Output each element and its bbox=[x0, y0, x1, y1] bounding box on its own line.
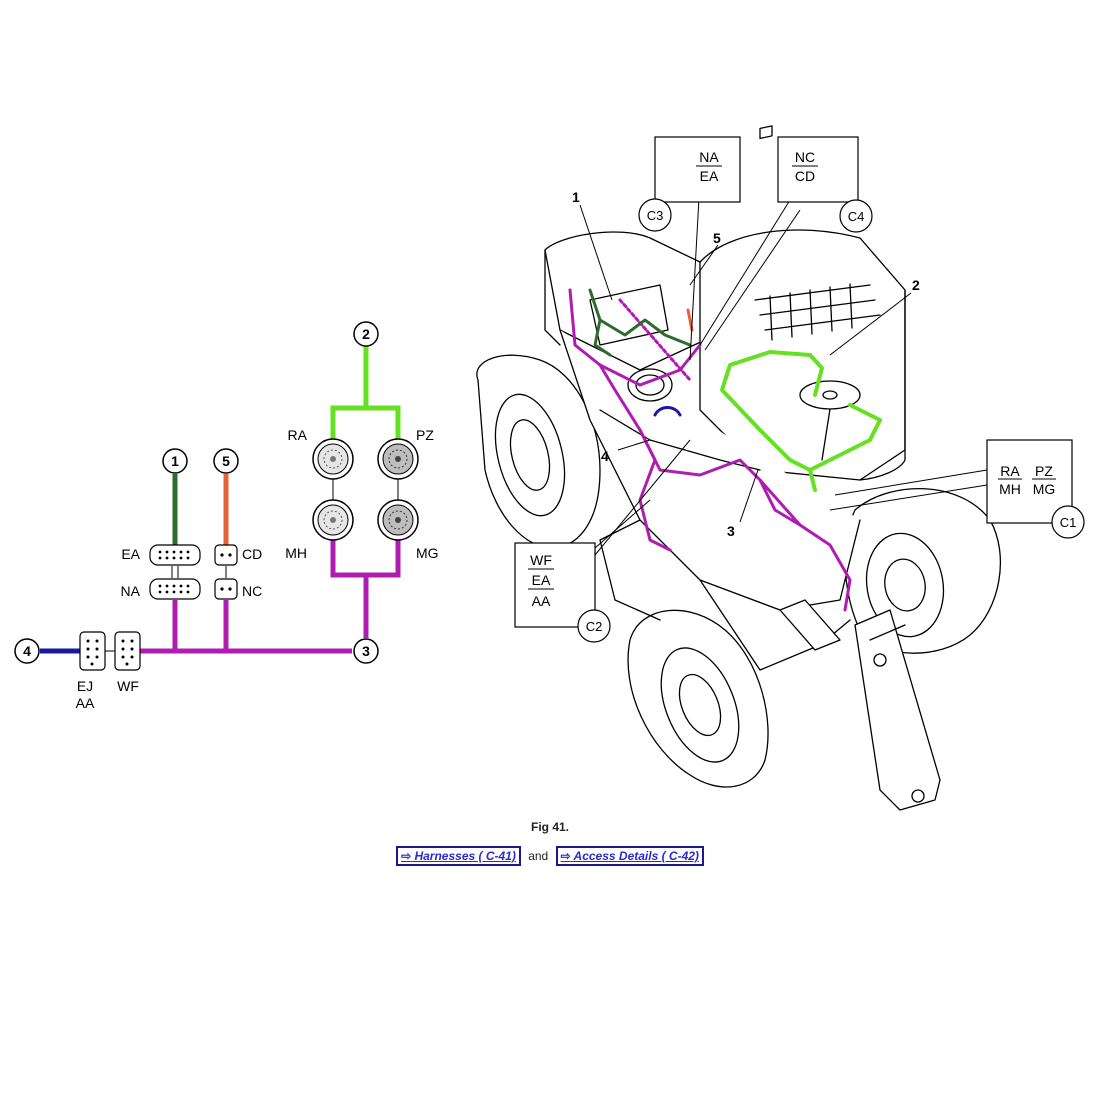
connector-mg-label: MG bbox=[416, 545, 439, 561]
harness-marker-3: 3 bbox=[353, 638, 379, 664]
harness-2-branch bbox=[330, 405, 401, 440]
callout-number-2: 2 bbox=[912, 277, 920, 293]
callout-c3-line-1: NA bbox=[699, 149, 719, 165]
tractor-harness-5 bbox=[686, 308, 694, 332]
harnesses-link[interactable]: ⇨ Harnesses ( C-41) bbox=[396, 846, 521, 866]
harnesses-link-label: Harnesses ( C-41) bbox=[414, 849, 516, 863]
harness-marker-2: 2 bbox=[353, 321, 379, 347]
connector-ej-aa bbox=[79, 631, 106, 671]
callout-c1-bottom-1: MH bbox=[999, 481, 1021, 497]
harness-schematic: 1 5 2 3 4 EA NA bbox=[14, 321, 439, 711]
arrow-right-icon: ⇨ bbox=[560, 849, 571, 863]
callout-number-1: 1 bbox=[572, 189, 580, 205]
connector-na bbox=[149, 578, 201, 600]
figure-links: ⇨ Harnesses ( C-41) and ⇨ Access Details… bbox=[0, 846, 1100, 866]
harness-marker-1: 1 bbox=[162, 448, 188, 474]
tractor-harness-1 bbox=[588, 288, 692, 347]
callout-c4: NC CD C4 bbox=[777, 136, 873, 233]
callout-c1-id: C1 bbox=[1060, 515, 1077, 530]
callout-c4-line-1: NC bbox=[795, 149, 815, 165]
access-details-link-label: Access Details ( C-42) bbox=[573, 849, 699, 863]
callout-number-5: 5 bbox=[713, 230, 721, 246]
harness-marker-5: 5 bbox=[213, 448, 239, 474]
connector-ea-label: EA bbox=[121, 546, 140, 562]
callout-c3-id: C3 bbox=[647, 208, 664, 223]
callout-c1-top-2: PZ bbox=[1035, 463, 1053, 479]
harness-marker-2-label: 2 bbox=[362, 326, 370, 342]
callout-c4-id: C4 bbox=[848, 209, 865, 224]
callout-c2-line-2: EA bbox=[532, 572, 551, 588]
connector-wf-label: WF bbox=[117, 678, 139, 694]
callout-c4-line-2: CD bbox=[795, 168, 815, 184]
callout-c1: RA PZ MH MG C1 bbox=[986, 439, 1085, 539]
callout-number-3: 3 bbox=[727, 523, 735, 539]
figure-caption: Fig 41. bbox=[530, 820, 569, 834]
tractor-harness-4 bbox=[653, 406, 682, 417]
harness-marker-4-label: 4 bbox=[23, 643, 31, 659]
harness-marker-1-label: 1 bbox=[171, 453, 179, 469]
callout-number-4: 4 bbox=[601, 448, 609, 464]
connector-mh bbox=[312, 499, 354, 541]
arrow-right-icon: ⇨ bbox=[401, 849, 412, 863]
tractor-illustration bbox=[476, 125, 1002, 811]
callout-c3-line-2: EA bbox=[700, 168, 719, 184]
connector-ea bbox=[149, 544, 201, 566]
connector-pz bbox=[377, 438, 419, 480]
rear-left-wheel bbox=[476, 354, 601, 549]
harness-marker-4: 4 bbox=[14, 638, 40, 664]
connector-nc-label: NC bbox=[242, 583, 262, 599]
tractor-harness-routing bbox=[568, 288, 882, 612]
harness-marker-5-label: 5 bbox=[222, 453, 230, 469]
access-details-link[interactable]: ⇨ Access Details ( C-42) bbox=[555, 846, 704, 866]
leader-lines bbox=[579, 179, 988, 556]
loader-arm bbox=[779, 599, 941, 811]
connector-ej-label: EJ bbox=[77, 678, 93, 694]
front-left-wheel bbox=[627, 609, 769, 788]
connector-cd bbox=[214, 544, 238, 566]
callout-c2-line-1: WF bbox=[530, 552, 552, 568]
connector-na-label: NA bbox=[121, 583, 141, 599]
link-separator: and bbox=[528, 849, 549, 863]
callout-c1-top-1: RA bbox=[1000, 463, 1020, 479]
harness-3-branch-mh-mg bbox=[330, 540, 401, 578]
illustration-callout-numbers: 1 2 3 4 5 bbox=[572, 189, 920, 539]
connector-ra bbox=[312, 438, 354, 480]
connector-cd-label: CD bbox=[242, 546, 262, 562]
harness-marker-3-label: 3 bbox=[362, 643, 370, 659]
callout-c2: WF EA AA C2 bbox=[514, 542, 611, 643]
connector-mg bbox=[377, 499, 419, 541]
callout-c2-line-3: AA bbox=[532, 593, 551, 609]
connector-ra-label: RA bbox=[288, 427, 308, 443]
connector-pz-label: PZ bbox=[416, 427, 434, 443]
callout-c3: NA EA C3 bbox=[638, 136, 741, 232]
connector-nc bbox=[214, 578, 238, 600]
connector-mh-label: MH bbox=[285, 545, 307, 561]
connector-wf bbox=[114, 631, 141, 671]
callout-c1-bottom-2: MG bbox=[1033, 481, 1056, 497]
tractor-harness-2 bbox=[720, 350, 882, 472]
connector-aa-label: AA bbox=[76, 695, 95, 711]
callout-c2-id: C2 bbox=[586, 619, 603, 634]
